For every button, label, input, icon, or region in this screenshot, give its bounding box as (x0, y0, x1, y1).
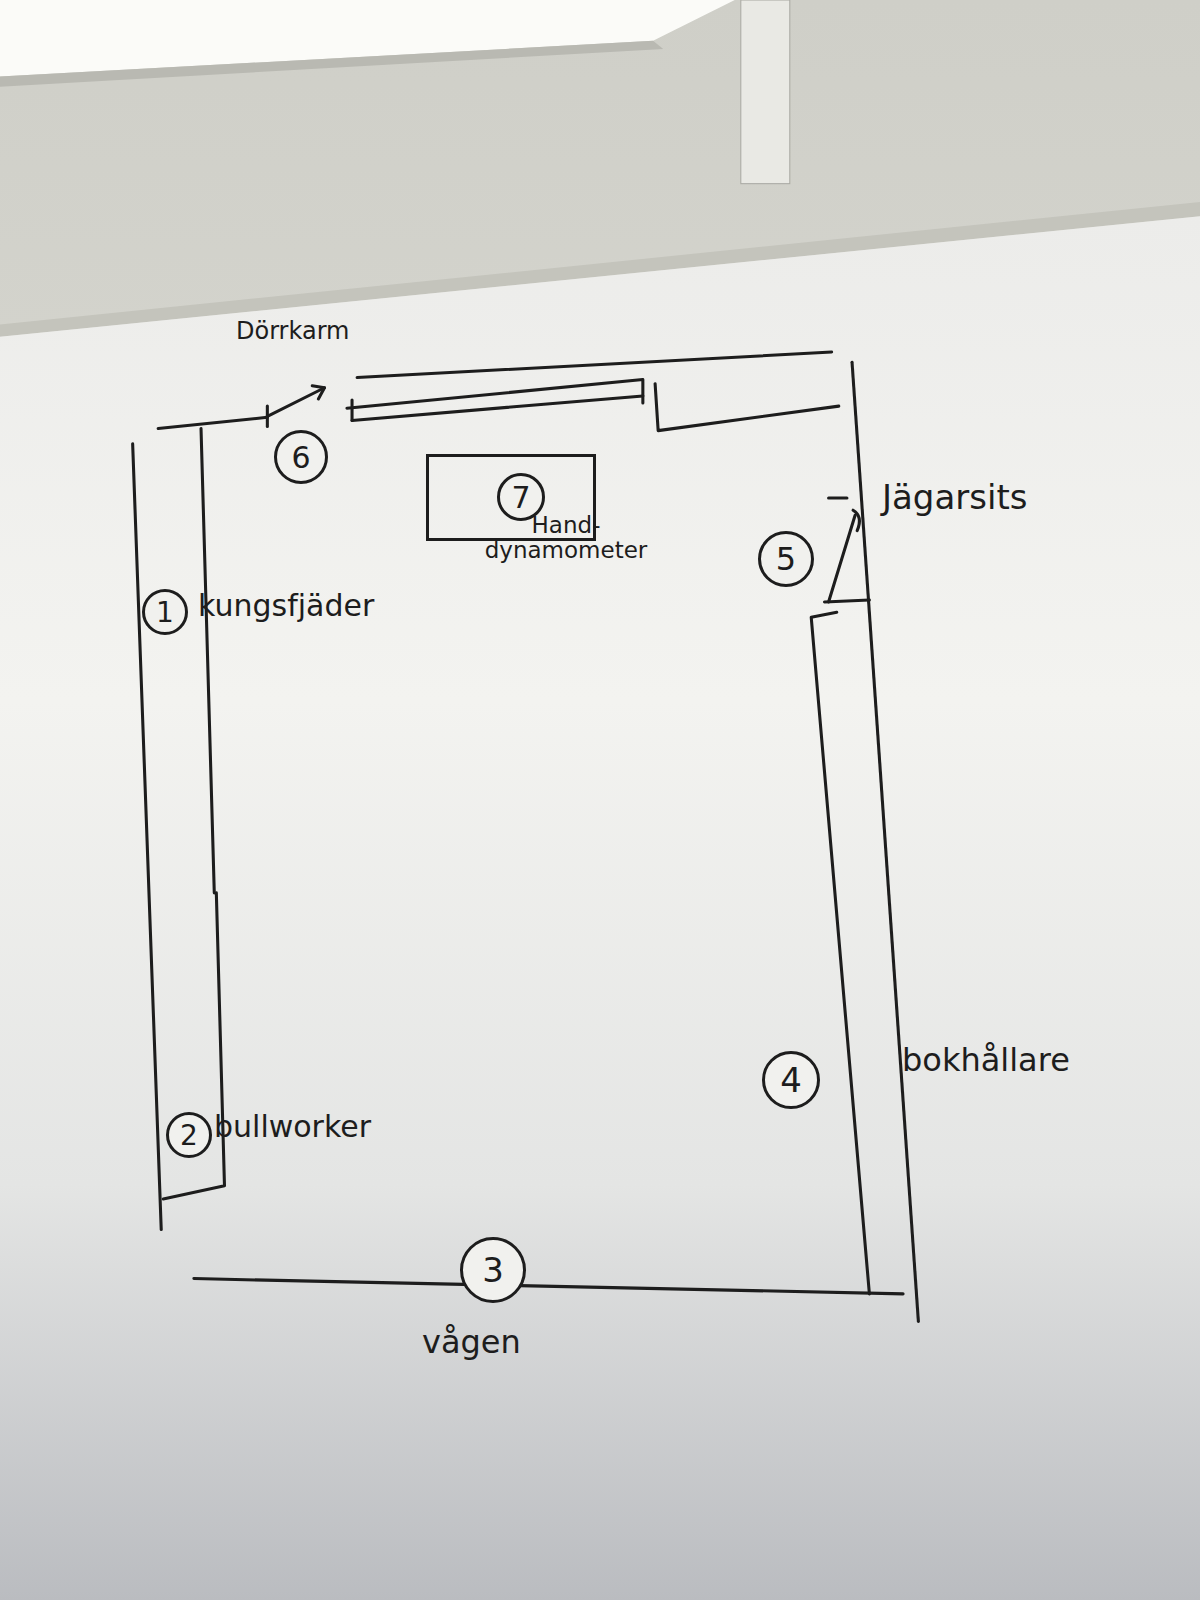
station-name: vågen (422, 1325, 521, 1360)
callout-number: 6 (274, 430, 328, 484)
station-marker: 2bullworker (166, 1112, 212, 1158)
station-name: Dörrkarm (236, 318, 349, 344)
callout-number: 4 (762, 1051, 820, 1109)
callout-number: 2 (166, 1112, 212, 1158)
callout-number: 3 (460, 1237, 526, 1303)
station-marker: 1kungsfjäder (142, 589, 188, 635)
station-name: bullworker (214, 1110, 371, 1143)
station-name: Jägarsits (882, 479, 1027, 516)
station-marker: 3vågen (460, 1237, 526, 1303)
station-marker: 6Dörrkarm (274, 430, 328, 484)
callout-number: 1 (142, 589, 188, 635)
station-name: Hand- dynamometer (471, 513, 661, 564)
station-name: kungsfjäder (198, 589, 374, 622)
station-marker: 7Hand- dynamometer (497, 473, 545, 521)
callout-number: 5 (758, 531, 814, 587)
station-marker: 4bokhållare (762, 1051, 820, 1109)
station-name: bokhållare (902, 1043, 1070, 1078)
station-marker: 5Jägarsits (758, 531, 814, 587)
